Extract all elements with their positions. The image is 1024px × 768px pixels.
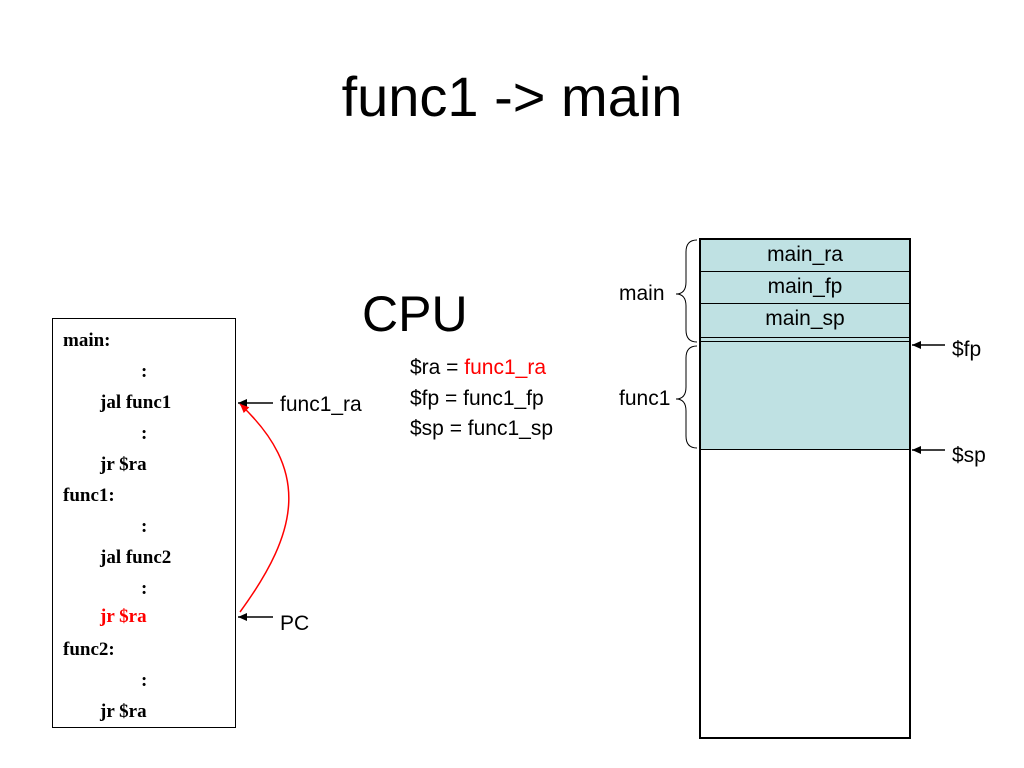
fp-register: $fp = func1_fp <box>410 387 544 410</box>
code-line-func2-label: func2: <box>63 639 115 660</box>
code-line-jal-func1: jal func1 <box>100 392 172 413</box>
frame-label-func1: func1 <box>619 387 671 410</box>
cpu-title: CPU <box>362 286 468 342</box>
ra-register: $ra = func1_ra <box>410 355 546 381</box>
return-jump-curve <box>239 403 290 613</box>
return-address-label: func1_ra <box>280 393 362 416</box>
code-line-ellipsis: : <box>141 516 148 537</box>
sp-pointer-label: $sp <box>952 444 986 467</box>
func1-frame-brace <box>675 345 698 449</box>
code-line-main-label: main: <box>63 330 111 351</box>
code-line-jr-ra-func2: jr $ra <box>100 701 147 722</box>
code-line-jal-func2: jal func2 <box>100 547 172 568</box>
code-line-jr-ra-main: jr $ra <box>100 454 147 475</box>
pc-label: PC <box>280 612 310 635</box>
code-line-ellipsis: : <box>141 670 148 691</box>
stack-cell-main-sp: main_sp <box>701 304 909 338</box>
main-frame-brace <box>675 239 698 343</box>
slide-title: func1 -> main <box>341 65 683 128</box>
code-line-ellipsis: : <box>141 578 148 599</box>
stack-cell-main-ra: main_ra <box>701 240 909 272</box>
ra-register-prefix: $ra = <box>410 356 465 379</box>
sp-register: $sp = func1_sp <box>410 417 554 440</box>
fp-pointer-label: $fp <box>952 338 982 361</box>
code-line-ellipsis: : <box>141 361 148 382</box>
stack: main_ra main_fp main_sp <box>699 238 911 739</box>
code-listing: main: : jal func1 : jr $ra func1: : jal … <box>52 318 236 728</box>
stack-cell-main-fp: main_fp <box>701 272 909 304</box>
code-line-jr-ra-func1-current: jr $ra <box>100 606 147 627</box>
ra-register-value: func1_ra <box>464 356 547 379</box>
stack-frame-separator <box>701 338 909 342</box>
frame-label-main: main <box>619 282 665 305</box>
code-line-func1-label: func1: <box>63 485 115 506</box>
code-line-ellipsis: : <box>141 423 148 444</box>
stack-frame-func1 <box>701 342 909 450</box>
